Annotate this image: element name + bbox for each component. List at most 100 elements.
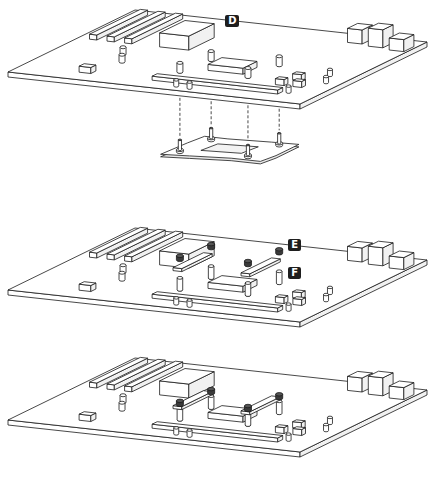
capacitor [174, 427, 179, 430]
pin-header [293, 72, 306, 75]
standoff [276, 55, 282, 58]
standoff [276, 401, 282, 414]
callout-letter: F [288, 267, 301, 279]
nut [244, 259, 251, 263]
nut [176, 399, 183, 403]
capacitor [187, 81, 192, 84]
screw [246, 144, 249, 146]
io-port [368, 376, 383, 396]
board-surface [8, 10, 427, 104]
io-port [389, 251, 414, 258]
motherboard [8, 357, 427, 457]
standoff [177, 61, 183, 64]
memory-slot [152, 292, 283, 308]
io-port [389, 386, 404, 400]
nut [276, 393, 283, 397]
capacitor [324, 75, 329, 78]
io-port [348, 246, 363, 262]
heatsink [160, 369, 215, 385]
screw [178, 140, 181, 151]
capacitor [286, 85, 291, 88]
nut [244, 404, 251, 408]
nut [208, 387, 215, 391]
capacitor [174, 297, 179, 300]
capacitor [120, 264, 126, 267]
capacitor [324, 293, 329, 296]
capacitor [286, 433, 291, 436]
callout-letter: D [225, 15, 239, 27]
memory-slot [152, 422, 283, 438]
chip [79, 282, 96, 286]
screw [210, 128, 213, 139]
capacitor [327, 416, 332, 419]
chip [79, 64, 96, 68]
pin-header [275, 77, 288, 80]
screw [246, 145, 249, 156]
standoff [276, 270, 282, 273]
standoff [208, 50, 214, 53]
io-port [368, 241, 393, 248]
io-port [348, 28, 363, 44]
pin-header [293, 79, 306, 82]
screw [278, 133, 281, 144]
io-port [368, 371, 393, 378]
standoff [208, 265, 214, 268]
mounting-bar [241, 396, 280, 412]
heatsink [160, 239, 215, 255]
io-port [389, 381, 414, 388]
guide-line [179, 98, 180, 137]
standoff [208, 396, 214, 409]
capacitor [187, 299, 192, 302]
capacitor [119, 53, 125, 56]
guide-line [211, 101, 212, 125]
motherboard [8, 9, 427, 164]
capacitor [120, 46, 126, 49]
board-surface [8, 228, 427, 322]
standoff [208, 266, 214, 279]
io-port [389, 38, 404, 52]
guide-line [247, 105, 248, 142]
capacitor [187, 429, 192, 432]
pin-header [275, 425, 288, 428]
capacitor [120, 394, 126, 397]
io-port [368, 28, 383, 48]
nut [208, 242, 215, 246]
io-port [368, 246, 383, 266]
capacitor [119, 401, 125, 404]
screw [210, 127, 213, 129]
capacitor [286, 303, 291, 306]
io-port [389, 33, 414, 40]
nut [276, 248, 283, 252]
screw [278, 132, 281, 134]
callout-letter: E [288, 239, 301, 251]
capacitor [119, 271, 125, 274]
mounting-bar [241, 258, 280, 274]
pin-header [293, 427, 306, 430]
pin-header [293, 297, 306, 300]
pin-header [293, 420, 306, 423]
screw [178, 139, 181, 141]
nut [176, 254, 183, 257]
capacitor [324, 423, 329, 426]
capacitor [327, 286, 332, 289]
mounting-bar [173, 391, 212, 407]
capacitor [174, 79, 179, 82]
memory-slot [152, 74, 283, 90]
standoff [276, 271, 282, 284]
standoff [245, 283, 251, 296]
motherboard [8, 227, 427, 327]
standoff [177, 276, 183, 279]
standoff [177, 278, 183, 291]
io-port [368, 23, 393, 30]
cpu-socket [208, 276, 257, 287]
io-port [348, 376, 363, 392]
standoff [245, 67, 251, 70]
io-port [389, 256, 404, 270]
mounting-bar [173, 253, 212, 269]
pin-header [275, 295, 288, 298]
standoff [245, 282, 251, 285]
pin-header [293, 290, 306, 293]
chip [79, 412, 96, 416]
guide-line [279, 109, 280, 131]
